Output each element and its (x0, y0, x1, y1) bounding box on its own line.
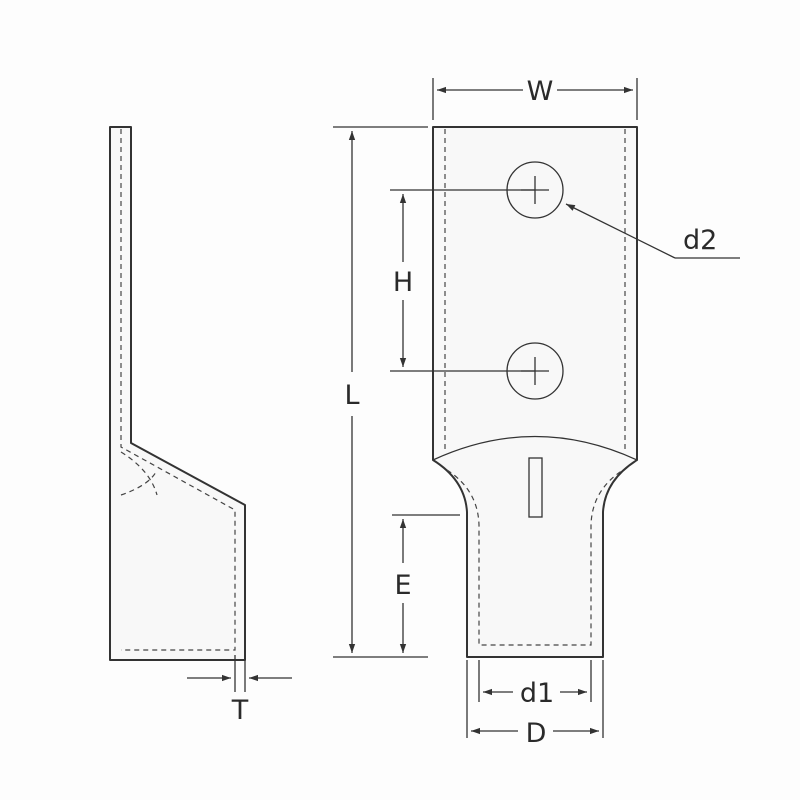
label-h: H (393, 267, 413, 298)
label-e: E (394, 570, 411, 601)
label-d: D (526, 718, 547, 749)
dimension-t (187, 655, 292, 692)
inspection-slot (528, 457, 543, 518)
side-view-bend-line (120, 451, 158, 496)
dimension-l (333, 126, 428, 658)
dimension-d2-leader (565, 203, 740, 259)
dimension-e (392, 514, 460, 653)
side-view-outline (109, 126, 246, 661)
palm-transition-arc (432, 435, 638, 461)
label-l: L (344, 380, 359, 411)
dimension-d (466, 660, 604, 738)
side-view-bend-line-2 (120, 469, 158, 496)
front-view-outline (432, 126, 638, 658)
label-w: W (527, 76, 554, 107)
label-d2: d2 (683, 225, 717, 256)
label-d1: d1 (520, 678, 554, 709)
front-view (432, 126, 638, 658)
dimension-w (432, 78, 638, 120)
dimension-h (390, 189, 535, 372)
barrel-inner-dashed-contour (446, 469, 624, 646)
dimension-d1 (478, 660, 592, 702)
side-view (109, 126, 246, 661)
label-t: T (231, 695, 249, 726)
side-view-inner-dashed-contour (120, 129, 236, 651)
